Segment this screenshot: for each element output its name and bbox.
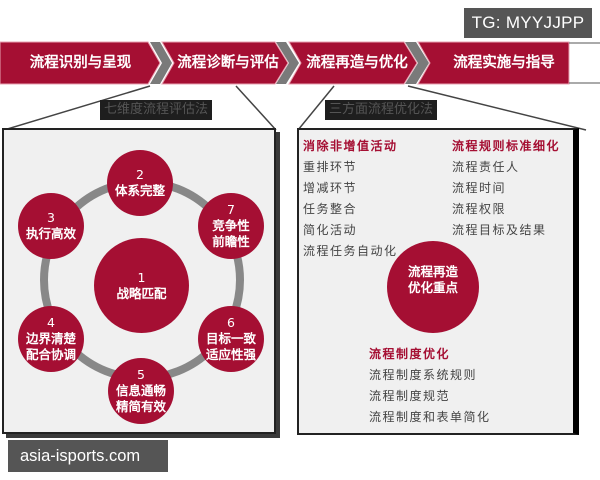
list-item: 增减环节 — [303, 181, 358, 195]
node-clear-boundaries: 4 边界清楚 配合协调 — [18, 306, 84, 372]
group-heading: 流程制度优化 — [369, 347, 451, 361]
node-execution-efficient: 3 执行高效 — [18, 193, 84, 259]
list-item: 简化活动 — [303, 223, 358, 237]
group-heading: 流程规则标准细化 — [452, 139, 561, 153]
node-information-flow: 5 信息通畅 精简有效 — [108, 358, 174, 424]
connector-lines — [3, 85, 587, 131]
list-item: 流程制度规范 — [369, 389, 451, 403]
list-item: 流程责任人 — [452, 160, 520, 174]
left-section-title: 七维度流程评估法 — [100, 100, 213, 120]
flow-step-4: 流程实施与指导 — [453, 55, 555, 71]
node-competitiveness: 7 竞争性 前瞻性 — [198, 193, 264, 259]
node-strategy-match: 1 战略匹配 — [94, 238, 189, 333]
right-section-title: 三方面流程优化法 — [325, 100, 438, 120]
site-watermark: asia-isports.com — [8, 440, 168, 472]
group-policy-optimization: 流程制度优化 流程制度系统规则 流程制度规范 流程制度和表单简化 — [369, 344, 491, 428]
tg-watermark-badge: TG: MYYJJPP — [464, 8, 592, 38]
flow-step-2: 流程诊断与评估 — [177, 55, 279, 71]
list-item: 流程制度和表单简化 — [369, 410, 491, 424]
optimization-focus-node: 流程再造 优化重点 — [387, 241, 479, 333]
group-eliminate-non-value: 消除非增值活动 重排环节 增减环节 任务整合 简化活动 流程任务自动化 — [303, 136, 398, 262]
group-heading: 消除非增值活动 — [303, 139, 398, 153]
node-system-complete: 2 体系完整 — [107, 150, 173, 216]
flow-step-3: 流程再造与优化 — [306, 55, 408, 71]
node-goal-alignment: 6 目标一致 适应性强 — [198, 306, 264, 372]
list-item: 流程任务自动化 — [303, 244, 398, 258]
list-item: 任务整合 — [303, 202, 358, 216]
process-flow-bar — [0, 40, 600, 86]
chevron-arrows-graphic — [0, 41, 600, 85]
list-item: 流程制度系统规则 — [369, 368, 478, 382]
list-item: 重排环节 — [303, 160, 358, 174]
flow-step-1: 流程识别与呈现 — [29, 55, 132, 71]
list-item: 流程目标及结果 — [452, 223, 547, 237]
list-item: 流程权限 — [452, 202, 507, 216]
list-item: 流程时间 — [452, 181, 507, 195]
group-rule-standardization: 流程规则标准细化 流程责任人 流程时间 流程权限 流程目标及结果 — [452, 136, 560, 241]
